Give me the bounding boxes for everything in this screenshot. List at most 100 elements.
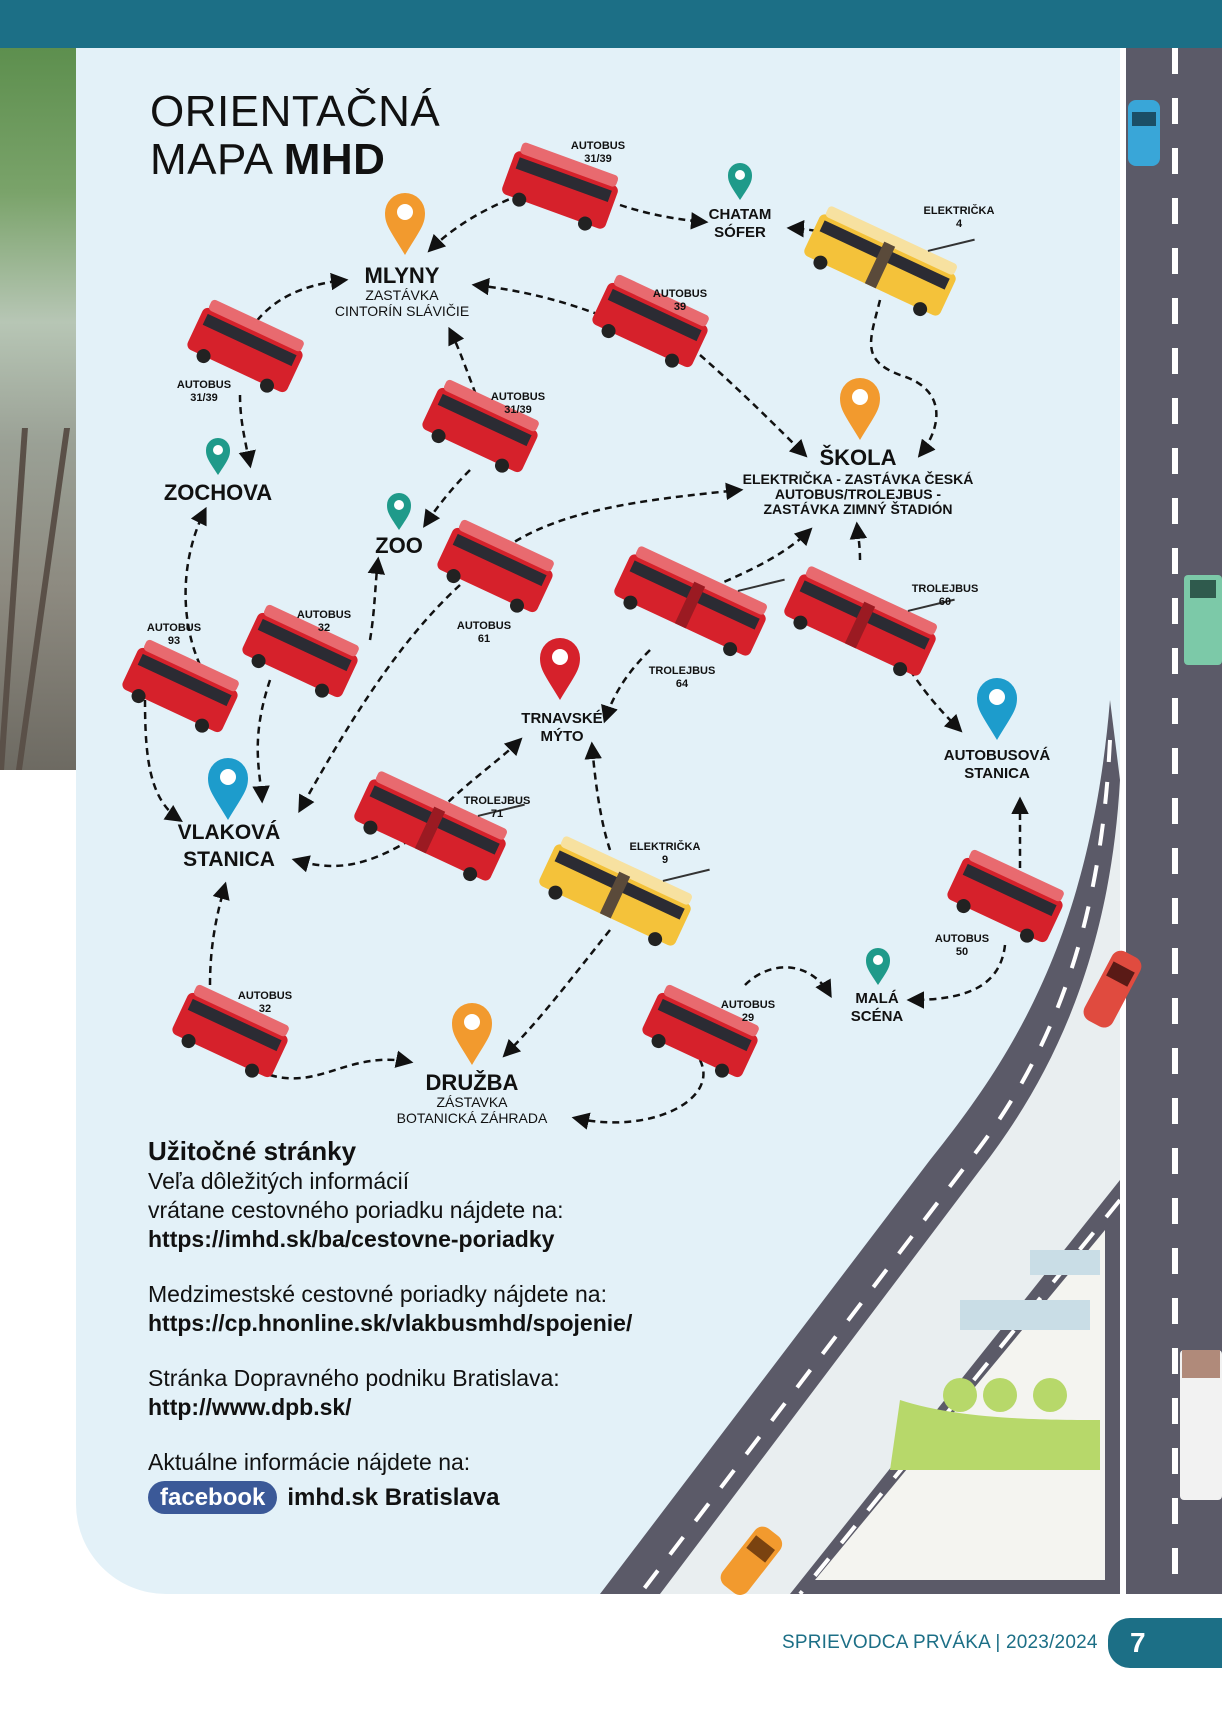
stop-trnavske-name: TRNAVSKÉ [521, 710, 602, 727]
info-p4-line1: Aktuálne informácie nájdete na: [148, 1449, 471, 1475]
stop-chatam-sub1: SÓFER [714, 223, 766, 241]
pin-druzba [452, 1003, 492, 1065]
stop-mlyny-name: MLYNY [365, 263, 440, 288]
vehicle-label-line: 31/39 [190, 392, 218, 404]
road-diagonal [600, 700, 1122, 1596]
car-blue [1128, 100, 1160, 166]
vehicle-label-type: AUTOBUS [935, 933, 989, 945]
page-title: ORIENTAČNÁ MAPA MHD [150, 88, 440, 184]
vehicle-label-line: 31/39 [504, 404, 532, 416]
stop-skola-sub1: ELEKTRIČKA - ZASTÁVKA ČESKÁ [743, 470, 974, 487]
stop-chatam-name: CHATAM [709, 206, 772, 223]
truck-white [1180, 1350, 1222, 1500]
vehicle-label-type: TROLEJBUS [649, 665, 716, 677]
pin-zochova [206, 438, 230, 475]
vehicle-label-line: 93 [168, 635, 180, 647]
stop-autobusova-name: AUTOBUSOVÁ [944, 747, 1051, 764]
vehicle-label-type: AUTOBUS [457, 620, 511, 632]
tram-icon [539, 836, 710, 947]
vehicle-label-line: 31/39 [584, 153, 612, 165]
vehicle-label-line: 60 [939, 596, 951, 608]
tram-icon [804, 206, 975, 317]
bus-icon [592, 274, 709, 368]
vehicle-label-type: AUTOBUS [177, 379, 231, 391]
info-p1-line2: vrátane cestovného poriadku nájdete na: [148, 1197, 564, 1223]
pin-skola [840, 378, 880, 440]
trolleybus-icon [784, 566, 955, 677]
vehicle-label-line: 29 [742, 1012, 754, 1024]
info-paragraph-2: Medzimestské cestovné poriadky nájdete n… [148, 1280, 788, 1338]
vehicle-label-type: AUTOBUS [653, 288, 707, 300]
stop-skola-sub2: AUTOBUS/TROLEJBUS - [775, 486, 942, 502]
facebook-icon[interactable]: facebook [148, 1481, 278, 1514]
stop-druzba-sub1: ZÁSTAVKA [436, 1094, 508, 1110]
bus-icon [242, 604, 359, 698]
stop-zoo-name: ZOO [375, 533, 423, 558]
info-p3-line1: Stránka Dopravného podniku Bratislava: [148, 1365, 560, 1391]
stop-mala-sub1: SCÉNA [851, 1008, 904, 1025]
info-paragraph-3: Stránka Dopravného podniku Bratislava: h… [148, 1364, 788, 1422]
title-line2-bold: MHD [283, 135, 386, 184]
stop-skola-name: ŠKOLA [820, 445, 897, 470]
vehicle-label-line: 32 [259, 1003, 271, 1015]
info-paragraph-4: Aktuálne informácie nájdete na: facebook… [148, 1448, 788, 1514]
truck-green [1184, 575, 1222, 665]
facebook-page-name[interactable]: imhd.sk Bratislava [287, 1484, 500, 1511]
link-imhd-cestovne-poriadky[interactable]: https://imhd.sk/ba/cestovne-poriadky [148, 1226, 555, 1252]
pin-vlakova [208, 758, 248, 820]
bus-icon [187, 299, 304, 393]
vehicle-label-line: 32 [318, 622, 330, 634]
trolleybus-icon [614, 546, 785, 657]
vehicle-label-type: TROLEJBUS [912, 583, 979, 595]
stop-druzba-sub2: BOTANICKÁ ZÁHRADA [397, 1110, 548, 1126]
info-p1-line1: Veľa dôležitých informácií [148, 1168, 410, 1194]
bus-icon [947, 849, 1064, 943]
vehicle-label-type: AUTOBUS [297, 609, 351, 621]
stop-vlakova-name: VLAKOVÁ [178, 821, 281, 844]
vehicle-label-type: AUTOBUS [721, 999, 775, 1011]
bus-icon [502, 142, 619, 231]
vehicle-label-type: AUTOBUS [147, 622, 201, 634]
stop-druzba-name: DRUŽBA [426, 1070, 519, 1095]
pin-chatam [728, 163, 752, 200]
link-dpb[interactable]: http://www.dpb.sk/ [148, 1394, 352, 1420]
link-hnonline-spojenie[interactable]: https://cp.hnonline.sk/vlakbusmhd/spojen… [148, 1310, 633, 1336]
vehicle-label-type: ELEKTRIČKA [924, 204, 995, 217]
pin-trnavske [540, 638, 580, 700]
stop-vlakova-sub1: STANICA [183, 848, 275, 871]
vehicle-label-line: 71 [491, 808, 503, 820]
bus-icon [642, 984, 759, 1078]
vehicle-label-type: AUTOBUS [491, 391, 545, 403]
trolleybus-icon [354, 771, 525, 882]
stop-skola-sub3: ZASTÁVKA ZIMNÝ ŠTADIÓN [764, 500, 953, 517]
vehicle-label-type: TROLEJBUS [464, 795, 531, 807]
bus-icon [122, 639, 239, 733]
title-line2-regular: MAPA [150, 135, 272, 184]
facebook-row[interactable]: facebook imhd.sk Bratislava [148, 1481, 788, 1514]
stop-mlyny-sub1: ZASTÁVKA [365, 287, 439, 303]
road-vertical [1120, 48, 1222, 1594]
pin-autobusova [977, 678, 1017, 740]
stop-mlyny-sub2: CINTORÍN SLÁVIČIE [335, 303, 469, 319]
title-line1: ORIENTAČNÁ [150, 87, 441, 136]
vehicle-label-type: ELEKTRIČKA [630, 840, 701, 853]
useful-links-heading: Užitočné stránky [148, 1136, 357, 1166]
stop-mala-name: MALÁ [855, 990, 898, 1007]
vehicle-label-line: 61 [478, 633, 490, 645]
bus-icon [172, 984, 289, 1078]
vehicle-label-line: 64 [676, 678, 689, 690]
vehicle-label-line: 9 [662, 854, 668, 866]
route-arrows [143, 193, 1029, 1130]
vehicle-label-type: AUTOBUS [571, 140, 625, 152]
stop-autobusova-sub1: STANICA [964, 765, 1030, 782]
car-red [1083, 950, 1142, 1028]
pin-mlyny [385, 193, 425, 255]
top-bar [0, 0, 1222, 48]
title-line2: MAPA MHD [150, 136, 440, 184]
stop-trnavske-sub1: MÝTO [540, 727, 583, 745]
vehicle-label-line: 4 [956, 218, 963, 230]
bus-icon [422, 379, 539, 473]
info-p2-line1: Medzimestské cestovné poriadky nájdete n… [148, 1281, 607, 1307]
background-photo [0, 48, 78, 770]
